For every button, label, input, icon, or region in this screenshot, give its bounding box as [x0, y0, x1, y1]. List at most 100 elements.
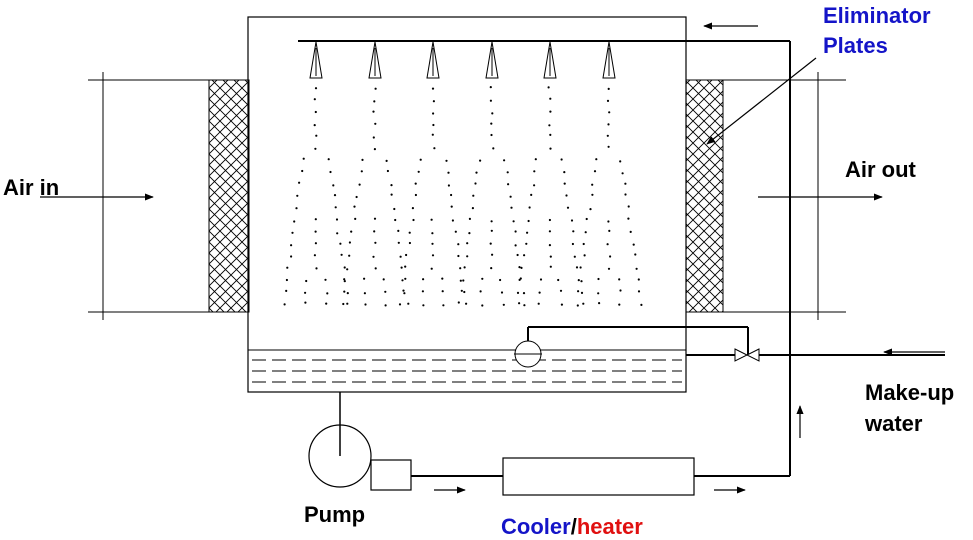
- spray-droplet: [624, 182, 627, 185]
- spray-droplet: [534, 158, 537, 161]
- spray-droplet: [329, 170, 332, 174]
- spray-droplet: [373, 100, 376, 103]
- spray-droplet: [597, 292, 600, 295]
- spray-droplet: [390, 193, 393, 196]
- spray-droplet: [451, 219, 454, 222]
- spray-droplet: [408, 231, 411, 234]
- spray-droplet: [490, 267, 493, 270]
- spray-droplet: [489, 86, 492, 89]
- spray-droplet: [393, 207, 396, 211]
- spray-droplet: [314, 230, 317, 233]
- spray-droplet: [350, 230, 353, 233]
- cooler-heater: [502, 457, 695, 496]
- spray-droplet: [432, 123, 435, 127]
- spray-droplet: [457, 301, 460, 304]
- spray-droplet: [595, 158, 598, 161]
- spray-droplet: [374, 241, 377, 244]
- spray-droplet: [296, 194, 299, 197]
- spray-droplet: [490, 220, 493, 223]
- spray-droplet: [580, 291, 584, 294]
- spray-droplet: [584, 231, 587, 234]
- spray-droplet: [402, 289, 405, 292]
- spray-droplet: [447, 171, 450, 174]
- spray-droplet: [343, 278, 346, 281]
- spray-droplet: [609, 255, 612, 258]
- spray-droplet: [290, 244, 293, 247]
- spray-droplet: [431, 133, 434, 136]
- spray-droplet: [520, 266, 523, 269]
- spray-droplet: [432, 112, 435, 115]
- spray-droplet: [548, 218, 552, 222]
- spray-droplet: [385, 159, 388, 162]
- spray-droplet: [516, 291, 520, 294]
- spray-droplet: [430, 218, 433, 221]
- spray-droplet: [528, 206, 531, 209]
- spray-droplet: [577, 290, 580, 293]
- spray-droplet: [523, 304, 526, 307]
- spray-droplet: [471, 207, 474, 210]
- spray-droplet: [560, 158, 563, 161]
- spray-droplet: [360, 170, 363, 173]
- spray-droplet: [518, 278, 521, 281]
- spray-droplet: [608, 111, 611, 114]
- spray-droplet: [565, 194, 568, 197]
- spray-droplet: [422, 304, 425, 307]
- spray-droplet: [398, 303, 402, 306]
- makeup-valve-icon: [734, 348, 760, 362]
- spray-droplet: [384, 304, 387, 307]
- spray-droplet: [298, 181, 301, 184]
- spray-droplet: [468, 217, 471, 220]
- spray-droplet: [635, 267, 638, 270]
- spray-droplet: [414, 193, 417, 197]
- spray-droplet: [481, 304, 484, 307]
- spray-droplet: [355, 195, 358, 199]
- spray-droplet: [463, 290, 466, 294]
- spray-droplet: [618, 303, 621, 306]
- spray-droplet: [523, 254, 526, 257]
- spray-droplet: [548, 124, 551, 127]
- spray-droplet: [295, 207, 298, 210]
- spray-droplet: [419, 158, 422, 161]
- spray-droplet: [457, 254, 460, 258]
- spray-droplet: [491, 253, 494, 256]
- spray-droplet: [431, 242, 434, 245]
- spray-droplet: [466, 242, 469, 245]
- pump-label: Pump: [304, 502, 366, 527]
- spray-droplet: [570, 219, 574, 222]
- spray-droplet: [548, 244, 552, 247]
- spray-droplet: [414, 182, 417, 185]
- arrows: [40, 22, 945, 494]
- spray-droplet: [549, 147, 552, 150]
- spray-droplet: [619, 289, 622, 292]
- spray-droplet: [304, 291, 307, 294]
- spray-droplet: [509, 195, 512, 198]
- spray-droplet: [314, 87, 318, 90]
- spray-droplet: [559, 289, 563, 292]
- spray-droplet: [637, 278, 640, 281]
- spray-droplet: [549, 265, 552, 268]
- spray-droplet: [468, 232, 471, 235]
- makeup-label-line2: water: [865, 411, 923, 436]
- spray-droplet: [637, 290, 641, 293]
- spray-droplet: [618, 278, 621, 281]
- spray-droplet: [634, 253, 637, 256]
- spray-droplet: [390, 184, 393, 187]
- spray-droplet: [293, 220, 296, 223]
- spray-droplet: [422, 278, 425, 281]
- spray-droplet: [549, 255, 552, 258]
- spray-droplet: [417, 170, 420, 173]
- spray-droplet: [372, 255, 375, 258]
- spray-droplet: [305, 279, 308, 283]
- spray-droplet: [606, 134, 609, 137]
- spray-droplet: [460, 289, 463, 292]
- spray-droplet: [500, 291, 504, 294]
- spray-droplet: [597, 277, 600, 281]
- spray-droplet: [407, 302, 410, 305]
- spray-droplet: [313, 124, 316, 127]
- spray-droplet: [447, 184, 450, 187]
- spray-droplet: [502, 303, 505, 306]
- spray-nozzle-icon: [309, 41, 323, 79]
- spray-droplet: [459, 267, 462, 270]
- spray-droplet: [549, 133, 552, 136]
